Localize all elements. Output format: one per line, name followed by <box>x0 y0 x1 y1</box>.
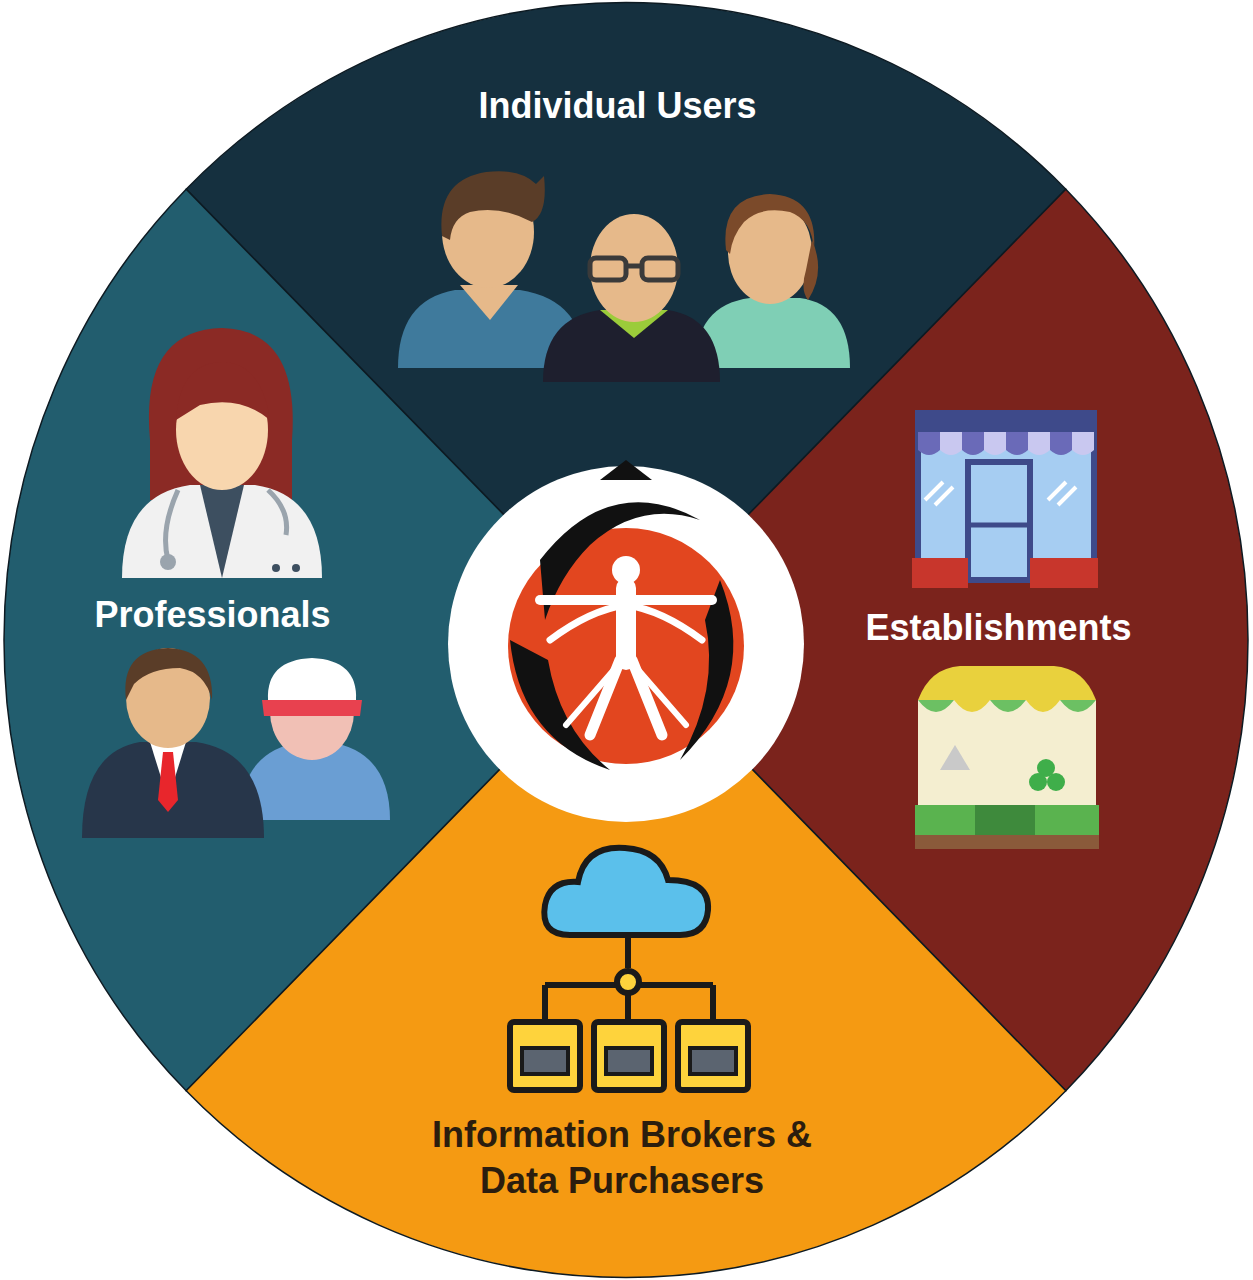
center-logo <box>448 460 804 822</box>
market-stall-icon <box>915 666 1099 849</box>
segment-label: Establishments <box>864 605 1133 651</box>
segment-label: Information Brokers & Data Purchasers <box>422 1112 822 1204</box>
users-icon <box>398 171 850 382</box>
segment-label: Professionals <box>93 592 332 638</box>
doctor-icon <box>122 328 322 578</box>
professionals-icon <box>82 648 390 838</box>
segment-label: Individual Users <box>477 83 758 129</box>
shop-icon <box>912 410 1098 588</box>
cloud-servers-icon <box>510 848 748 1090</box>
